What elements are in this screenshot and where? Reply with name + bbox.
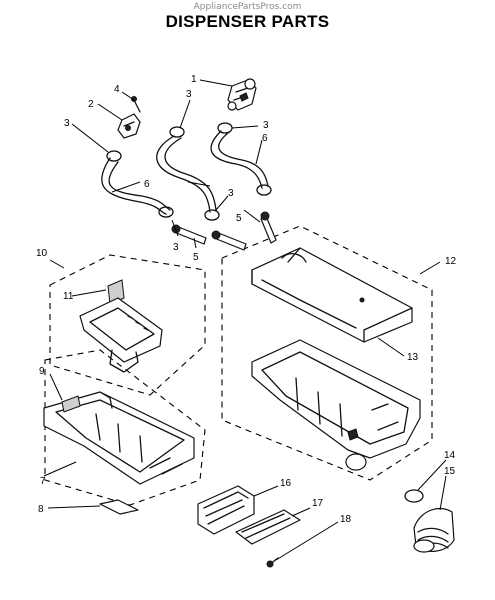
callout-6: 6 [262, 133, 268, 144]
callout-3: 3 [173, 242, 179, 253]
group-outline-10 [49, 254, 206, 396]
callout-15: 15 [444, 466, 456, 477]
callout-5: 5 [236, 213, 242, 224]
cover-plate-part-17 [235, 509, 301, 545]
callout-labels: 1 2 3 3 3 3 3 4 5 5 6 6 7 8 9 10 11 12 1… [36, 74, 457, 525]
callout-17: 17 [312, 498, 324, 509]
callout-16: 16 [280, 478, 292, 489]
screw-part-18 [266, 557, 279, 568]
callout-12: 12 [445, 256, 457, 267]
callout-18: 18 [340, 514, 352, 525]
hose-part-6 [101, 130, 269, 215]
callout-1: 1 [191, 74, 197, 85]
bellows-hose-part-15 [413, 507, 455, 553]
callout-8: 8 [38, 504, 44, 515]
callout-3: 3 [64, 118, 70, 129]
callout-11: 11 [63, 291, 74, 302]
callout-2: 2 [88, 99, 94, 110]
softener-cup-part-11 [79, 279, 163, 373]
group-outline-7 [44, 349, 206, 506]
nozzle-part-5 [171, 211, 277, 251]
dispenser-housing-part-12 [251, 247, 413, 343]
callout-6: 6 [144, 179, 150, 190]
pump-module-part-16 [197, 485, 255, 535]
dispenser-drawer-part-7 [43, 391, 195, 485]
water-valve-part-1 [227, 78, 257, 111]
callout-9: 9 [39, 366, 45, 377]
drawer-handle-part-8 [99, 499, 139, 515]
callout-7: 7 [40, 476, 46, 487]
callout-4: 4 [114, 84, 120, 95]
dispenser-tub-part-13 [251, 339, 421, 471]
hose-clamp-part-14 [404, 489, 424, 503]
page-title: DISPENSER PARTS [165, 12, 330, 31]
callout-3: 3 [263, 120, 269, 131]
callout-10: 10 [36, 248, 48, 259]
clamp-part-3 [106, 122, 272, 221]
leader-lines [43, 79, 447, 561]
watermark: AppliancePartsPros.com [193, 2, 302, 12]
screw-part-4 [131, 96, 141, 113]
callout-13: 13 [407, 352, 419, 363]
callout-3: 3 [186, 89, 192, 100]
callout-5: 5 [193, 252, 199, 263]
valve-part-2 [117, 113, 141, 139]
callout-3: 3 [228, 188, 234, 199]
callout-14: 14 [444, 450, 456, 461]
